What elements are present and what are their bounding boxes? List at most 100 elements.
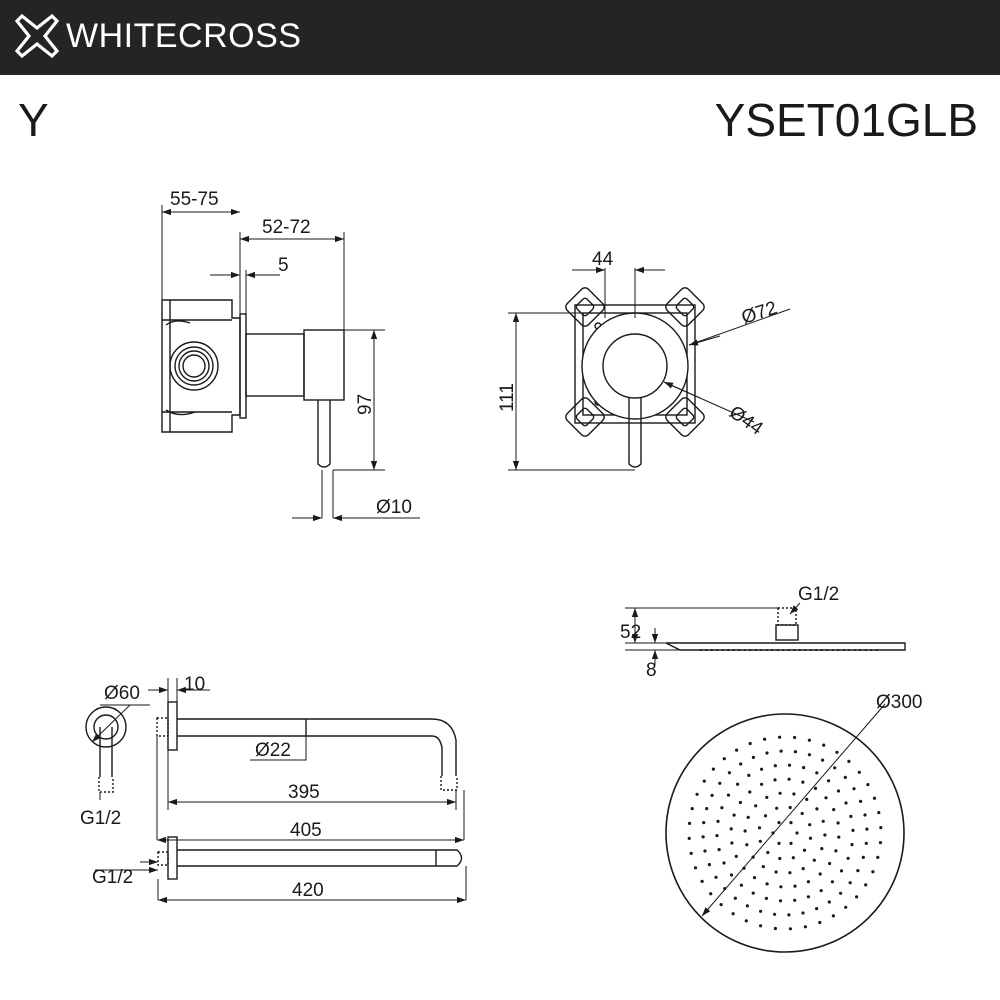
nozzle-dot xyxy=(774,870,778,874)
brand-name: WHITECROSS xyxy=(66,17,302,55)
nozzle-dot xyxy=(789,841,793,846)
nozzle-dot xyxy=(700,879,704,884)
nozzle-dot xyxy=(852,787,856,791)
mixer-side-dimensions xyxy=(162,208,420,522)
nozzle-dot xyxy=(709,892,713,896)
nozzle-dot xyxy=(701,835,705,839)
nozzle-dot xyxy=(778,899,783,903)
nozzle-dot xyxy=(839,869,844,873)
series-letter: Y xyxy=(18,94,49,146)
nozzle-dot xyxy=(760,782,764,786)
dim-body-depth: 55-75 xyxy=(170,189,219,210)
nozzle-dot xyxy=(836,821,840,825)
nozzle-dot xyxy=(726,793,731,797)
nozzle-dot xyxy=(833,766,837,770)
nozzle-dot xyxy=(689,851,693,856)
nozzle-dot xyxy=(807,753,812,757)
nozzle-dot xyxy=(716,819,720,824)
nozzle-dot xyxy=(731,912,735,916)
nozzle-dot xyxy=(872,796,877,800)
nozzle-dot xyxy=(729,827,733,831)
nozzle-dot xyxy=(765,882,769,886)
nozzle-dot xyxy=(736,782,740,786)
nozzle-dot xyxy=(806,880,811,884)
shower-head-side-dimensions xyxy=(631,602,801,665)
nozzle-dot xyxy=(837,835,841,839)
shower-head-front-view xyxy=(665,703,905,953)
nozzle-dot xyxy=(761,865,765,869)
nozzle-dot xyxy=(778,791,782,795)
nozzle-dot xyxy=(773,778,777,782)
nozzle-dot xyxy=(851,828,855,833)
nozzle-dot xyxy=(834,849,838,853)
nozzle-dot xyxy=(745,843,749,847)
nozzle-dot xyxy=(802,766,806,770)
nozzle-dot xyxy=(850,843,854,847)
nozzle-dot xyxy=(801,911,805,915)
nozzle-dot xyxy=(733,896,737,900)
nozzle-dot xyxy=(693,866,698,870)
nozzle-dot xyxy=(792,792,796,796)
nozzle-dot xyxy=(813,786,818,791)
dim-flange-thickness: 10 xyxy=(184,674,205,695)
nozzle-dot xyxy=(720,806,724,810)
nozzle-dot xyxy=(805,797,809,802)
nozzle-dot xyxy=(821,758,825,762)
dim-head-height: 52 xyxy=(620,622,641,643)
nozzle-dot xyxy=(746,815,750,820)
nozzle-dot xyxy=(727,771,732,775)
nozzle-dot xyxy=(722,757,726,761)
nozzle-dot xyxy=(763,737,767,741)
nozzle-dot xyxy=(757,826,762,830)
nozzle-dot xyxy=(710,793,714,798)
nozzle-dot xyxy=(846,856,850,860)
nozzle-dot xyxy=(765,795,769,800)
cross-logo-icon xyxy=(14,13,60,59)
nozzle-dot xyxy=(827,900,831,904)
nozzle-dot xyxy=(703,849,707,853)
nozzle-dot xyxy=(751,891,755,895)
nozzle-dot xyxy=(876,855,880,860)
nozzle-dot xyxy=(827,779,831,783)
nozzle-dot xyxy=(760,767,764,771)
nozzle-dot xyxy=(855,895,859,899)
nozzle-dot xyxy=(818,920,822,925)
nozzle-dot xyxy=(879,826,883,830)
nozzle-dot xyxy=(856,869,860,873)
nozzle-dot xyxy=(730,841,734,845)
mixer-side-view xyxy=(161,205,385,518)
nozzle-dot xyxy=(877,811,881,815)
nozzle-dot xyxy=(812,858,816,862)
dim-head-thickness: 8 xyxy=(646,660,657,681)
nozzle-dot xyxy=(778,856,782,861)
nozzle-dot xyxy=(864,883,868,887)
nozzle-dot xyxy=(793,735,797,740)
nozzle-dot xyxy=(863,813,867,817)
shower-arm-dimensions xyxy=(91,686,466,904)
nozzle-dot xyxy=(687,836,691,841)
nozzle-dot xyxy=(864,841,868,846)
nozzle-dot xyxy=(808,823,812,827)
nozzle-dot xyxy=(779,885,783,889)
dim-front-width: 44 xyxy=(592,249,614,270)
nozzle-dot xyxy=(702,821,706,825)
nozzle-dot xyxy=(745,904,750,908)
nozzle-dot xyxy=(748,790,752,794)
nozzle-dot xyxy=(763,814,768,818)
nozzle-dot xyxy=(878,841,883,845)
dim-handle-depth: 52-72 xyxy=(262,217,311,238)
nozzle-dot xyxy=(752,876,757,880)
nozzle-dot xyxy=(788,871,792,875)
nozzle-dot xyxy=(722,861,726,865)
nozzle-dot xyxy=(800,811,804,816)
nozzle-dot xyxy=(795,831,799,835)
nozzle-dot xyxy=(808,836,813,840)
nozzle-dot xyxy=(744,919,748,923)
nozzle-dot xyxy=(806,895,811,899)
dim-plate-thickness: 5 xyxy=(278,255,289,276)
nozzle-dot xyxy=(773,926,778,931)
nozzle-dot xyxy=(764,896,769,901)
nozzle-dot xyxy=(719,903,723,907)
nozzle-dot xyxy=(747,773,751,778)
